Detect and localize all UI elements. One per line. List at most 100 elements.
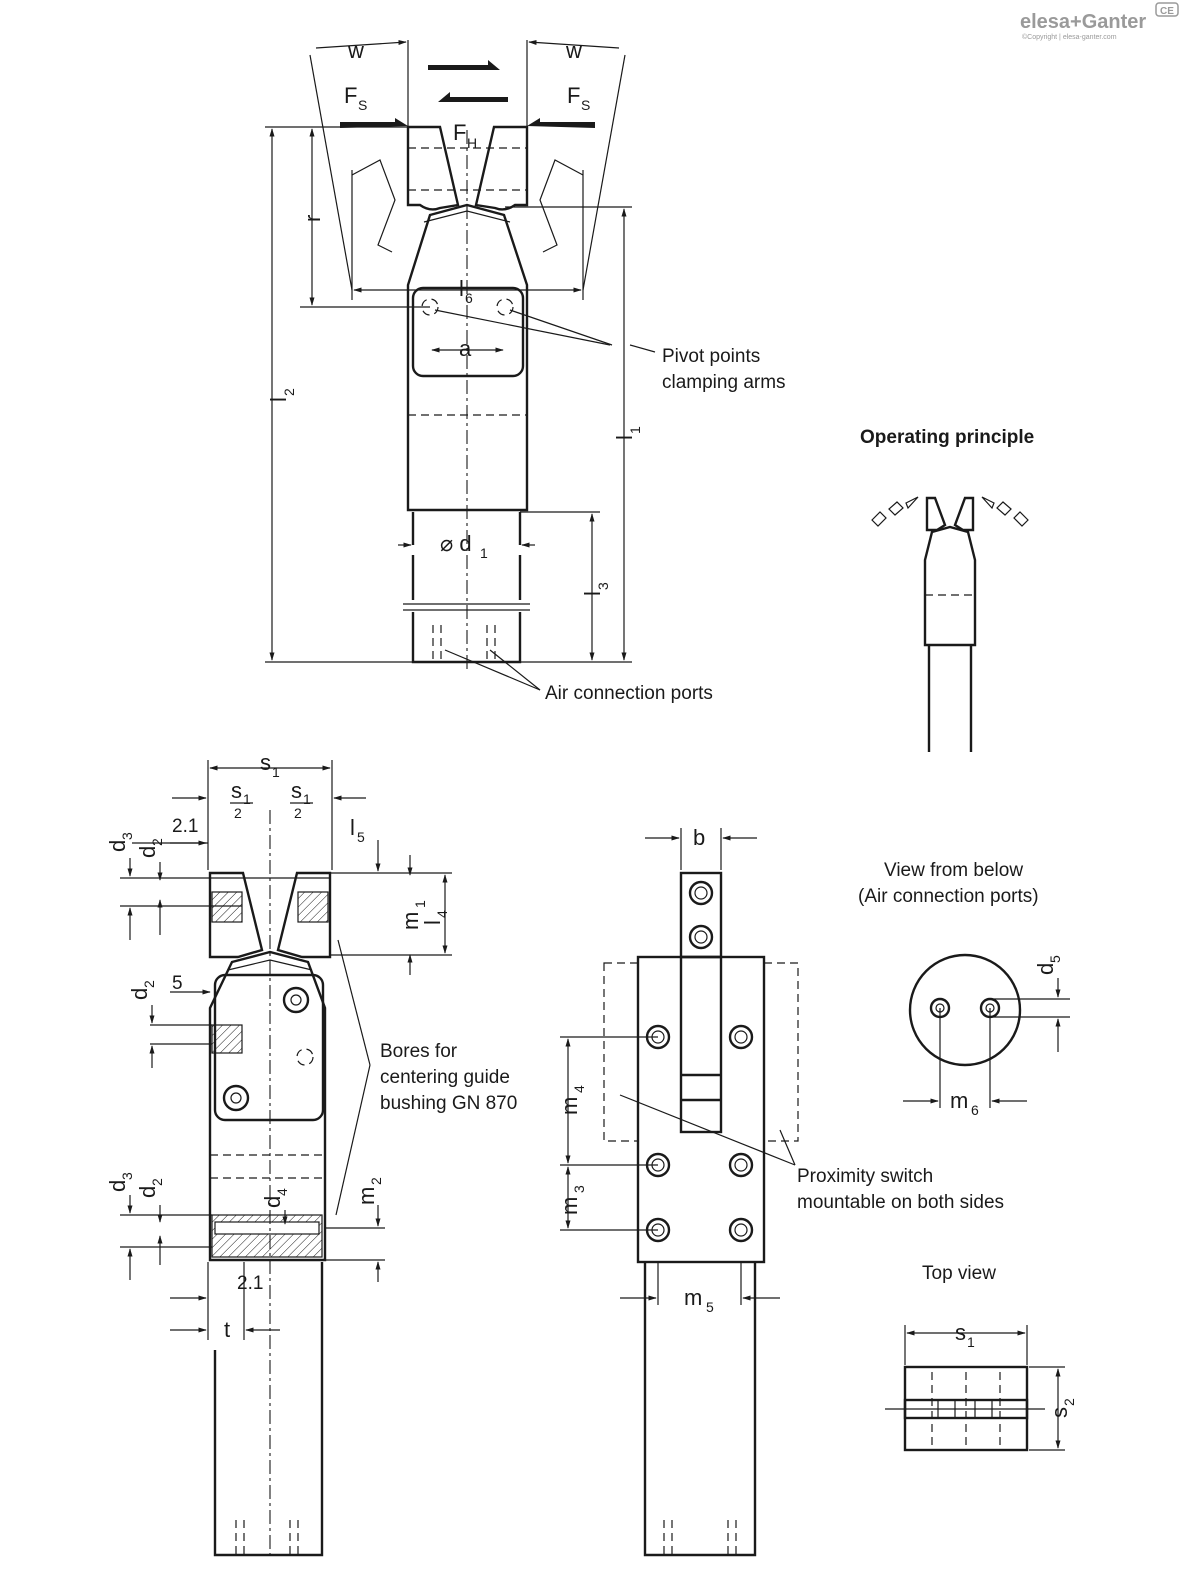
label-2-1-low: 2.1 <box>237 1273 263 1294</box>
label-l2-sub: 2 <box>281 388 297 396</box>
sec-bore-top-inner <box>290 994 302 1006</box>
leader-air <box>444 649 541 691</box>
label-m3-sub: 3 <box>571 1185 587 1193</box>
label-l2: l <box>266 397 291 402</box>
brand-logo: elesa+Ganter CE ©Copyright | elesa-gante… <box>1020 2 1179 41</box>
side-view: b m 4 m 3 m 5 Proximity switch mountable… <box>557 825 1004 1557</box>
mini-jaw-left <box>925 496 947 532</box>
right-jaw <box>474 125 529 211</box>
pivot-left <box>421 298 439 316</box>
label-m5: m <box>684 1285 702 1310</box>
pivot-note-line1: Pivot points <box>662 346 760 367</box>
below-circle <box>908 953 1022 1067</box>
motion-dashes-right-icon <box>996 501 1029 527</box>
label-half-s1-left-den: 2 <box>234 805 242 821</box>
sec-cylinder <box>213 1262 324 1557</box>
motion-arrow-left-icon <box>905 496 919 510</box>
label-d2-low-sub: 2 <box>149 1178 165 1186</box>
leader-bores <box>335 1064 371 1216</box>
section-view: s 1 s 1 2 s 1 2 2.1 d 3 d 2 l 5 m 1 l 4 … <box>105 750 517 1560</box>
ce-badge-text: CE <box>1160 6 1174 17</box>
side-jaw <box>679 871 723 959</box>
side-screws <box>645 1024 754 1243</box>
label-l5-sub: 5 <box>357 829 365 845</box>
view-below-title-line2: (Air connection ports) <box>858 886 1039 907</box>
label-m5-sub: 5 <box>706 1299 714 1315</box>
arrow-right-icon <box>428 60 500 70</box>
label-2-1-top: 2.1 <box>172 816 198 837</box>
dim-w-left <box>315 39 407 49</box>
label-d2-low: d <box>135 1186 160 1198</box>
operating-principle: Operating principle <box>860 427 1034 752</box>
label-d3-top: d <box>105 840 130 852</box>
label-d4: d <box>260 1196 285 1208</box>
label-s2: s <box>1047 1407 1072 1418</box>
sec-base-channel <box>214 1221 320 1235</box>
sec-side-port <box>211 1024 243 1054</box>
side-screw-inner <box>694 886 708 900</box>
label-fs-left: F <box>344 83 357 108</box>
label-d2-mid: d <box>127 988 152 1000</box>
top-view: Top view s 1 s 2 <box>885 1263 1077 1452</box>
air-ports-note: Air connection ports <box>545 683 713 704</box>
label-l3-sub: 3 <box>595 582 611 590</box>
label-d2-top-sub: 2 <box>149 838 165 846</box>
cylinder-upper <box>411 512 522 545</box>
label-m6-sub: 6 <box>971 1102 979 1118</box>
sec-body <box>208 950 327 1262</box>
label-m6: m <box>950 1088 968 1113</box>
label-m1: m <box>398 912 423 930</box>
label-d3-low: d <box>105 1180 130 1192</box>
copyright-text: ©Copyright | elesa-ganter.com <box>1022 33 1117 41</box>
motion-arrow-right-icon <box>981 496 995 510</box>
label-b: b <box>693 825 705 850</box>
label-l3: l <box>580 591 605 596</box>
label-r: r <box>300 215 325 222</box>
dim-w-right <box>528 39 620 49</box>
label-s2-sub: 2 <box>1061 1398 1077 1406</box>
sec-left-jaw <box>208 871 264 959</box>
proximity-note-line2: mountable on both sides <box>797 1192 1004 1213</box>
side-screw <box>688 880 714 906</box>
label-a: a <box>459 336 472 361</box>
ce-badge-icon <box>1155 2 1179 17</box>
label-l4-sub: 4 <box>434 910 450 918</box>
view-from-below: View from below (Air connection ports) m… <box>858 860 1070 1118</box>
w-line-left <box>309 54 353 291</box>
label-m2: m <box>354 1187 379 1205</box>
sec-hatch-left <box>211 891 243 923</box>
swing-left <box>351 159 396 253</box>
bores-note-line1: Bores for <box>380 1041 458 1062</box>
label-m3: m <box>557 1197 582 1215</box>
label-m1-sub: 1 <box>412 900 428 908</box>
side-cylinder <box>643 1262 757 1557</box>
brand-logo-text: elesa+Ganter <box>1020 11 1146 33</box>
force-left-arrow-icon <box>340 118 408 128</box>
label-w-right: w <box>565 38 582 63</box>
left-jaw <box>406 125 460 211</box>
mini-body <box>923 525 977 647</box>
label-m4: m <box>557 1097 582 1115</box>
label-fs-left-sub: S <box>358 97 367 113</box>
label-d3-low-sub: 3 <box>119 1172 135 1180</box>
label-l5: l <box>350 815 355 840</box>
leader-bores <box>337 939 371 1066</box>
label-half-s1-right-num: s <box>291 778 302 803</box>
label-d4-sub: 4 <box>274 1188 290 1196</box>
w-line-right <box>582 54 626 291</box>
label-fs-right-sub: S <box>581 97 590 113</box>
label-d2-mid-sub: 2 <box>141 980 157 988</box>
mini-jaw-right <box>953 496 975 532</box>
proximity-note-line1: Proximity switch <box>797 1166 933 1187</box>
side-slot <box>679 955 723 1134</box>
label-fs-right: F <box>567 83 580 108</box>
label-5: 5 <box>172 973 183 994</box>
label-half-s1-left-num-sub: 1 <box>243 791 251 807</box>
operating-principle-title: Operating principle <box>860 427 1034 448</box>
pivot-note-line2: clamping arms <box>662 372 786 393</box>
label-s1-sub: 1 <box>272 764 280 780</box>
leader-pivot <box>434 309 611 346</box>
label-w-left: w <box>347 38 364 63</box>
leader-pivot <box>629 344 656 353</box>
